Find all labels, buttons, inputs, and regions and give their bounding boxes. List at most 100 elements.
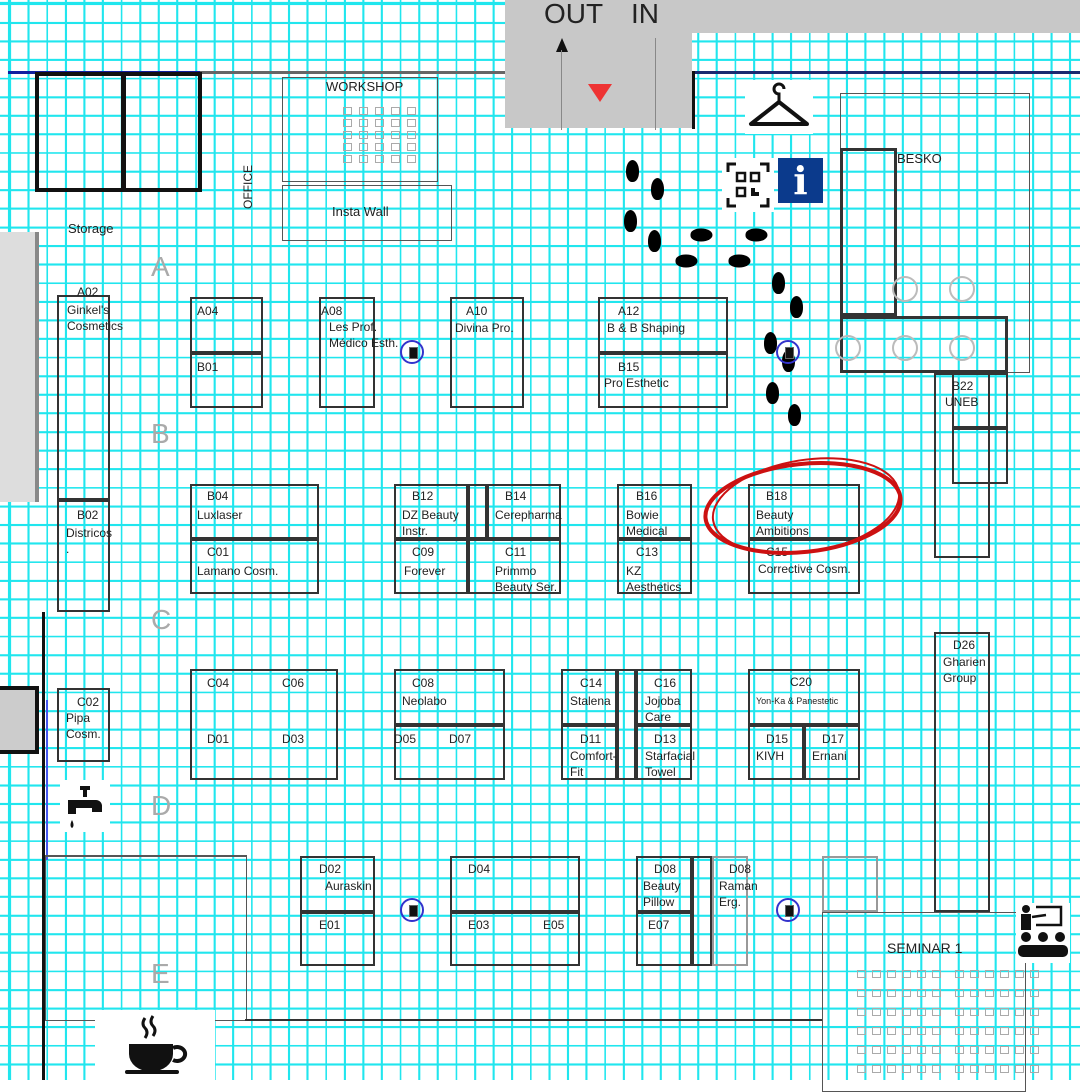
coffee-cup-icon: [95, 1010, 215, 1080]
info-icon[interactable]: i: [778, 158, 823, 203]
stand-code-c06[interactable]: C06: [282, 676, 305, 690]
stand-name[interactable]: Erg.: [719, 895, 742, 909]
stand-name[interactable]: Group: [943, 671, 977, 685]
stand-name[interactable]: Medical: [626, 524, 668, 538]
stand-code-b22[interactable]: B22: [952, 379, 974, 393]
stand-name[interactable]: Luxlaser: [197, 508, 243, 522]
stand-code-b14[interactable]: B14: [505, 489, 527, 503]
stand-code-e03[interactable]: E03: [468, 918, 490, 932]
stand-code-d04[interactable]: D04: [468, 862, 491, 876]
stand-name[interactable]: Lamano Cosm.: [197, 564, 279, 578]
stand-code-a08[interactable]: A08: [321, 304, 343, 318]
stand-name[interactable]: Forever: [404, 564, 446, 578]
seminar-seat: [970, 1065, 979, 1073]
stand-name[interactable]: KIVH: [756, 749, 785, 763]
stand-code-c13[interactable]: C13: [636, 545, 659, 559]
stand-name[interactable]: B & B Shaping: [607, 321, 686, 335]
stand-code-a02[interactable]: A02: [77, 285, 99, 299]
stand-name[interactable]: Divina Pro.: [455, 321, 514, 335]
stand-name[interactable]: Ernani: [812, 749, 847, 763]
workshop-room: [282, 77, 438, 182]
stand-code-c01[interactable]: C01: [207, 545, 230, 559]
stand-code-c14[interactable]: C14: [580, 676, 603, 690]
stand-code-d01[interactable]: D01: [207, 732, 230, 746]
stand-code-d07[interactable]: D07: [449, 732, 472, 746]
stand-code-c11[interactable]: C11: [505, 545, 527, 559]
stand-name[interactable]: Yon-Ka & Panestetic: [756, 696, 839, 706]
stand-name[interactable]: Pro Esthetic: [604, 376, 669, 390]
stand-name[interactable]: Auraskin: [325, 879, 372, 893]
stand-name[interactable]: Towel: [645, 765, 676, 779]
stand-code-d13[interactable]: D13: [654, 732, 677, 746]
stand-code-d05[interactable]: D05: [394, 732, 417, 746]
stand-name[interactable]: Pillow: [643, 895, 675, 909]
stand-name[interactable]: .: [66, 542, 70, 556]
stand-outline: [598, 297, 728, 353]
stand-name[interactable]: DZ Beauty: [402, 508, 459, 522]
stand-code-a04[interactable]: A04: [197, 304, 219, 318]
stand-name[interactable]: Ginkel's: [67, 303, 110, 317]
stand-name[interactable]: UNEB: [945, 395, 979, 409]
stand-code-d26[interactable]: D26: [953, 638, 976, 652]
stand-name[interactable]: Starfacial: [645, 749, 696, 763]
stand-name[interactable]: Care: [645, 710, 672, 724]
stand-code-c04[interactable]: C04: [207, 676, 230, 690]
stand-name[interactable]: KZ: [626, 564, 642, 578]
stand-name[interactable]: Corrective Cosm.: [758, 562, 851, 576]
stand-name[interactable]: Cosm.: [66, 727, 101, 741]
stand-code-d02[interactable]: D02: [319, 862, 342, 876]
stand-outline: [636, 856, 692, 912]
stand-code-d08[interactable]: D08: [729, 862, 752, 876]
stand-name[interactable]: Neolabo: [402, 694, 447, 708]
stand-code-b18[interactable]: B18: [766, 489, 788, 503]
stand-name[interactable]: Cosmetics: [67, 319, 124, 333]
stand-name[interactable]: Comfort-: [570, 749, 617, 763]
stand-name[interactable]: Beauty: [756, 508, 794, 522]
stand-name[interactable]: Bowie: [626, 508, 659, 522]
stand-code-d15[interactable]: D15: [766, 732, 789, 746]
stand-code-b12[interactable]: B12: [412, 489, 434, 503]
seminar-seat: [932, 1065, 941, 1073]
stand-code-b04[interactable]: B04: [207, 489, 229, 503]
stand-code-d17[interactable]: D17: [822, 732, 845, 746]
stand-name[interactable]: Pipa: [66, 711, 91, 725]
stand-name[interactable]: Ambitions: [756, 524, 809, 538]
stand-name[interactable]: Fit: [570, 765, 584, 779]
stand-name[interactable]: Stalena: [570, 694, 611, 708]
stand-name[interactable]: Districos: [66, 526, 113, 540]
stand-code-a12[interactable]: A12: [618, 304, 640, 318]
stand-name[interactable]: Aesthetics: [626, 580, 682, 594]
stand-name[interactable]: Instr.: [402, 524, 429, 538]
stand-code-b16[interactable]: B16: [636, 489, 658, 503]
stand-code-d08[interactable]: D08: [654, 862, 677, 876]
stand-name[interactable]: Primmo: [495, 564, 537, 578]
stand-code-b15[interactable]: B15: [618, 360, 640, 374]
stand-code-d11[interactable]: D11: [580, 732, 602, 746]
stand-code-e07[interactable]: E07: [648, 918, 670, 932]
stand-code-c20[interactable]: C20: [790, 675, 813, 689]
stand-name[interactable]: Gharien: [943, 655, 986, 669]
stand-code-c08[interactable]: C08: [412, 676, 435, 690]
workshop-seat: [359, 143, 368, 151]
room-left-2: [122, 72, 202, 192]
stand-code-b01[interactable]: B01: [197, 360, 219, 374]
stand-code-e01[interactable]: E01: [319, 918, 341, 932]
stand-name[interactable]: Les Prof.: [329, 320, 378, 334]
seminar-seat: [857, 970, 866, 978]
stand-code-c02[interactable]: C02: [77, 695, 100, 709]
stand-code-d03[interactable]: D03: [282, 732, 305, 746]
stand-name[interactable]: Médico Esth.: [329, 336, 399, 350]
stand-code-a10[interactable]: A10: [466, 304, 488, 318]
seminar-seat: [1030, 1065, 1039, 1073]
stand-code-b02[interactable]: B02: [77, 508, 99, 522]
stand-name[interactable]: Beauty Ser.: [495, 580, 558, 594]
stand-name[interactable]: Jojoba: [645, 694, 681, 708]
stand-name[interactable]: Raman: [719, 879, 758, 893]
stand-name[interactable]: Cerepharma: [495, 508, 562, 522]
entrance-wall: [692, 71, 695, 129]
stand-code-c09[interactable]: C09: [412, 545, 435, 559]
stand-name[interactable]: Beauty: [643, 879, 681, 893]
stand-code-c16[interactable]: C16: [654, 676, 677, 690]
stand-code-e05[interactable]: E05: [543, 918, 565, 932]
round-table-icon: [892, 335, 918, 361]
